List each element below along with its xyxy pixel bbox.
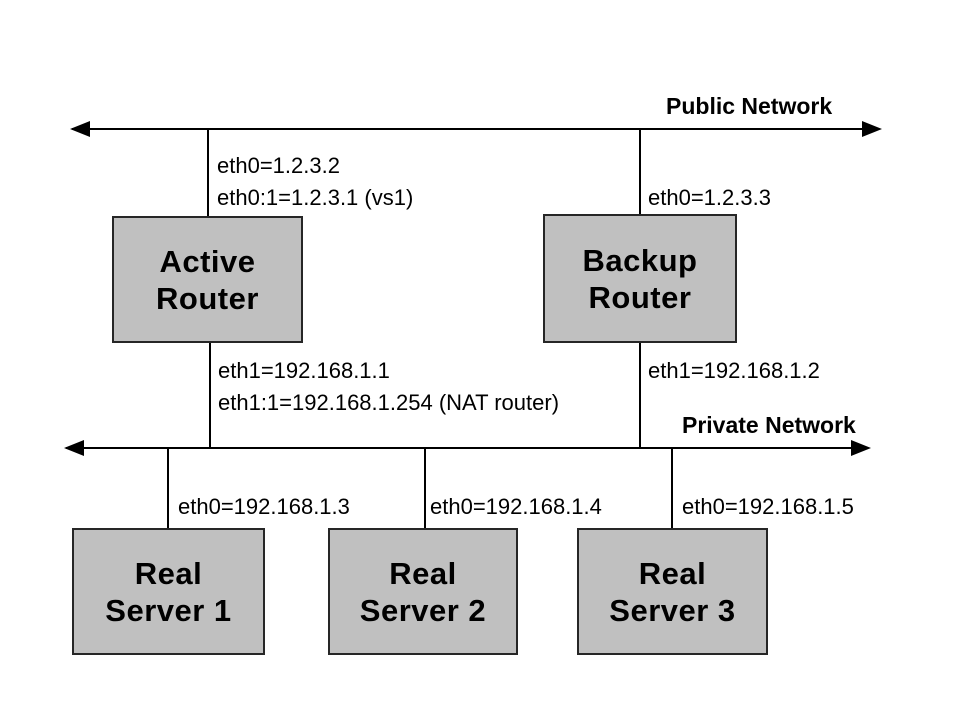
private-network-line [66, 447, 858, 449]
public-network-line [72, 128, 872, 130]
connector-active-router-public [207, 129, 209, 216]
arrow-right-icon [862, 121, 882, 137]
backup-router-eth0-label: eth0=1.2.3.3 [648, 185, 771, 210]
arrow-left-icon [70, 121, 90, 137]
private-network-label: Private Network [682, 412, 856, 438]
active-router-eth1-alias-label: eth1:1=192.168.1.254 (NAT router) [218, 390, 560, 415]
real-server-3-node: Real Server 3 [577, 528, 768, 655]
real-server-1-eth0-label: eth0=192.168.1.3 [178, 494, 350, 519]
arrow-left-icon [64, 440, 84, 456]
active-router-eth0-label: eth0=1.2.3.2 [217, 153, 340, 178]
arrow-right-icon [851, 440, 871, 456]
active-router-eth1-label: eth1=192.168.1.1 [218, 358, 390, 383]
backup-router-node: Backup Router [543, 214, 737, 343]
connector-real-server-2 [424, 448, 426, 528]
connector-real-server-3 [671, 448, 673, 528]
connector-backup-router-public [639, 129, 641, 215]
real-server-3-eth0-label: eth0=192.168.1.5 [682, 494, 854, 519]
connector-backup-router-private [639, 343, 641, 448]
real-server-2-eth0-label: eth0=192.168.1.4 [430, 494, 602, 519]
active-router-eth0-alias-label: eth0:1=1.2.3.1 (vs1) [217, 185, 414, 210]
real-server-1-node: Real Server 1 [72, 528, 265, 655]
backup-router-eth1-label: eth1=192.168.1.2 [648, 358, 820, 383]
public-network-label: Public Network [666, 93, 833, 119]
active-router-node: Active Router [112, 216, 303, 343]
connector-active-router-private [209, 342, 211, 448]
connector-real-server-1 [167, 448, 169, 528]
real-server-2-node: Real Server 2 [328, 528, 518, 655]
